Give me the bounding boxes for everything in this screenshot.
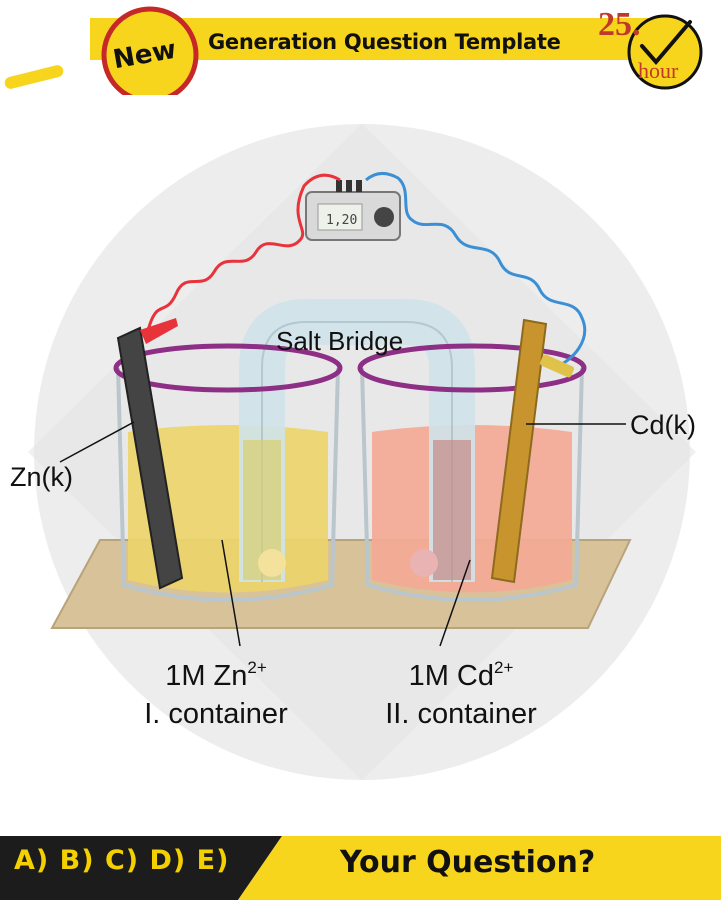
salt-bridge-label: Salt Bridge	[276, 326, 404, 356]
left-solution-caption: 1M Zn2+ I. container	[110, 649, 322, 733]
voltmeter-dial-icon	[374, 207, 394, 227]
cotton-plug-left	[258, 549, 286, 577]
red-wire	[144, 173, 341, 337]
footer-bar	[0, 836, 721, 900]
hour-word: hour	[638, 58, 679, 83]
salt-bridge-right-fill	[433, 440, 471, 580]
header-banner	[4, 6, 703, 95]
right-solution-caption: 1M Cd2+ II. container	[352, 649, 570, 733]
title-strip	[90, 18, 650, 60]
zn-solution-leader	[221, 539, 241, 647]
zn-electrode-label: Zn(k)	[10, 462, 73, 492]
question-prompt: Your Question?	[340, 845, 596, 880]
blue-wire	[365, 172, 587, 368]
cd-clip	[539, 354, 575, 378]
magnifier-handle	[4, 65, 64, 89]
cotton-plug-right	[410, 549, 438, 577]
left-beaker	[116, 367, 340, 602]
cd-solution-leader	[439, 559, 471, 647]
answers-panel	[0, 836, 282, 900]
answer-options: A) B) C) D) E)	[14, 845, 230, 876]
right-beaker-rim	[357, 343, 587, 393]
hour-number: 25.	[598, 6, 641, 43]
right-beaker	[360, 367, 584, 602]
question-panel	[238, 836, 721, 900]
zn-leader-line	[59, 421, 135, 463]
page-title: Generation Question Template	[208, 30, 561, 54]
terminal-3	[356, 180, 362, 192]
cd-electrode	[490, 318, 548, 584]
checkmark-icon	[640, 20, 692, 66]
zn-charge: 2+	[247, 658, 267, 677]
zn-electrode	[116, 326, 184, 590]
meter-reading: 1,20	[326, 213, 358, 228]
voltmeter-display	[317, 203, 363, 231]
cd-concentration: 1M Cd	[408, 660, 495, 692]
alligator-clip	[140, 318, 178, 344]
cd-charge: 2+	[494, 658, 514, 677]
terminal-2	[346, 180, 352, 192]
new-badge	[101, 6, 199, 95]
zn-concentration: 1M Zn	[165, 660, 248, 692]
left-beaker-rim	[113, 343, 343, 393]
cd-electrode-label: Cd(k)	[630, 410, 696, 440]
left-container-name: I. container	[144, 698, 288, 730]
terminal-1	[336, 180, 342, 192]
right-container-name: II. container	[385, 698, 537, 730]
